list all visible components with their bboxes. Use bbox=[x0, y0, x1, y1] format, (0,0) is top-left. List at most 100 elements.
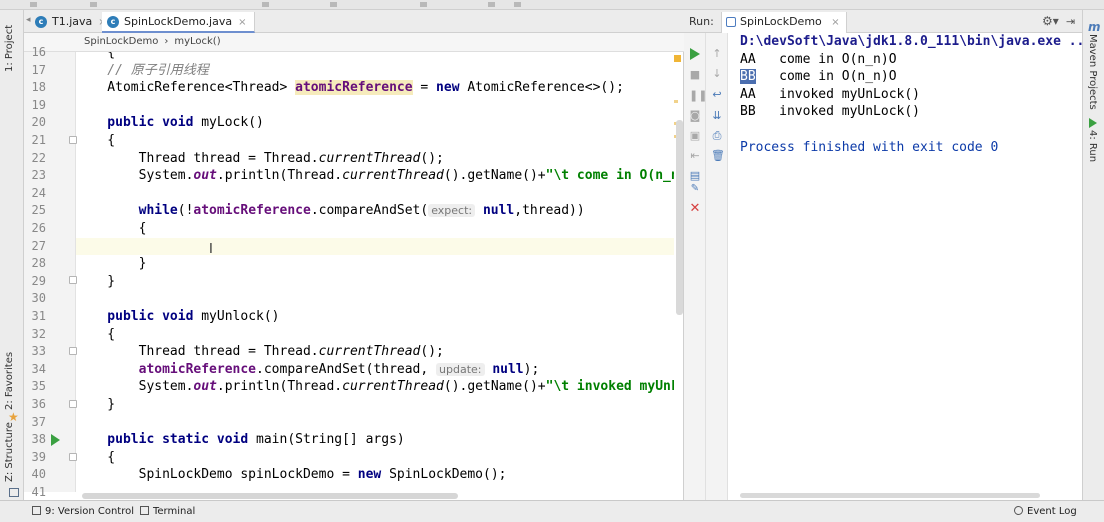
fold-marker[interactable] bbox=[69, 453, 77, 461]
tab-spinlockdemo-java[interactable]: c SpinLockDemo.java× bbox=[102, 12, 255, 33]
line-number: 38 bbox=[31, 432, 46, 447]
line-number: 31 bbox=[31, 309, 46, 323]
structure-tool-tab[interactable]: Z: Structure bbox=[4, 422, 15, 482]
line-number: 33 bbox=[31, 344, 46, 359]
layout-icon[interactable]: ▤ bbox=[689, 169, 701, 182]
tab-label: T1.java bbox=[52, 15, 93, 28]
scroll-to-end-icon[interactable]: ⇊ bbox=[712, 109, 722, 122]
line-number: 30 bbox=[31, 291, 46, 306]
code-editor: ◂ c T1.java× c SpinLockDemo.java× SpinLo… bbox=[24, 10, 684, 500]
toolbar-icon[interactable] bbox=[90, 2, 97, 7]
run-tool-tab[interactable]: 4: Run bbox=[1087, 130, 1098, 163]
code-line: { bbox=[76, 221, 147, 236]
toolbar-icon[interactable] bbox=[514, 2, 521, 7]
code-line: while(!atomicReference.compareAndSet(exp… bbox=[76, 203, 585, 219]
breadcrumb: SpinLockDemo›myLock() bbox=[24, 33, 684, 52]
tab-label: SpinLockDemo.java bbox=[124, 15, 233, 28]
console-line: BB invoked myUnLock() bbox=[740, 104, 921, 120]
breadcrumb-method[interactable]: myLock() bbox=[174, 36, 221, 47]
close-icon[interactable]: ✕ bbox=[689, 201, 701, 216]
fold-marker[interactable] bbox=[69, 136, 77, 144]
gear-icon[interactable]: ⚙▾ bbox=[1042, 14, 1059, 28]
vertical-scrollbar[interactable] bbox=[676, 120, 683, 315]
toolbar-icon[interactable] bbox=[30, 2, 37, 7]
run-icon bbox=[1089, 118, 1097, 128]
project-tool-tab[interactable]: 1: Project bbox=[4, 24, 15, 72]
stop-icon[interactable]: ■ bbox=[689, 68, 701, 81]
current-code-line bbox=[76, 237, 674, 256]
warning-marker-icon[interactable] bbox=[674, 55, 681, 62]
rerun-icon[interactable] bbox=[690, 48, 700, 60]
toolbar-icon[interactable] bbox=[488, 2, 495, 7]
run-config-icon bbox=[726, 17, 736, 27]
toolbar-icon[interactable] bbox=[330, 2, 337, 7]
toolbar-icon[interactable] bbox=[420, 2, 427, 7]
chevron-left-icon[interactable]: ◂ bbox=[26, 15, 31, 25]
trash-icon[interactable]: 🗑 bbox=[711, 149, 725, 162]
console-line: Process finished with exit code 0 bbox=[740, 139, 999, 155]
hide-panel-icon[interactable]: ⇥ bbox=[1066, 15, 1076, 28]
console-horizontal-scrollbar[interactable] bbox=[740, 493, 1040, 498]
code-line: Thread thread = Thread.currentThread(); bbox=[76, 344, 444, 360]
line-number: 34 bbox=[31, 361, 46, 376]
print-icon[interactable]: ⎙ bbox=[712, 129, 722, 142]
line-number: 39 bbox=[31, 449, 46, 464]
arrow-down-icon[interactable]: ↓ bbox=[712, 67, 722, 80]
code-line: public static void main(String[] args) bbox=[76, 432, 405, 448]
line-number: 29 bbox=[31, 273, 46, 288]
run-toolbar-secondary: ↑ ↓ ↩ ⇊ ⎙ 🗑 bbox=[706, 33, 728, 500]
code-area[interactable]: { // 原子引用线程 AtomicReference<Thread> atom… bbox=[76, 52, 674, 492]
maven-projects-tool-tab[interactable]: Maven Projects bbox=[1087, 34, 1098, 110]
maven-icon: m bbox=[1088, 20, 1101, 34]
code-line: { bbox=[76, 449, 116, 465]
line-number: 40 bbox=[31, 467, 46, 482]
line-number: 41 bbox=[31, 485, 46, 499]
code-line: // 原子引用线程 bbox=[76, 62, 209, 78]
status-bar: 9: Version Control Terminal Event Log bbox=[0, 500, 1104, 522]
soft-wrap-icon[interactable]: ↩ bbox=[712, 88, 722, 101]
settings-icon[interactable]: ▣ bbox=[689, 129, 701, 142]
line-number: 32 bbox=[31, 326, 46, 341]
line-number: 18 bbox=[31, 80, 46, 95]
arrow-up-icon[interactable]: ↑ bbox=[712, 47, 722, 60]
terminal-tab[interactable]: Terminal bbox=[140, 501, 195, 522]
run-tab-label: SpinLockDemo bbox=[740, 15, 822, 28]
selected-text: BB bbox=[740, 69, 756, 85]
fold-marker[interactable] bbox=[69, 276, 77, 284]
code-line: System.out.println(Thread.currentThread(… bbox=[76, 168, 674, 184]
line-number: 28 bbox=[31, 256, 46, 271]
pause-icon[interactable]: ❚❚ bbox=[689, 89, 708, 102]
favorites-tool-tab[interactable]: 2: Favorites bbox=[4, 351, 15, 410]
console-line: AA invoked myUnLock() bbox=[740, 86, 921, 102]
toolbar-icon[interactable] bbox=[262, 2, 269, 7]
console-output[interactable]: D:\devSoft\Java\jdk1.8.0_111\bin\java.ex… bbox=[740, 33, 1082, 500]
breadcrumb-class[interactable]: SpinLockDemo bbox=[84, 36, 159, 47]
line-number: 27 bbox=[31, 238, 46, 253]
code-line: { bbox=[76, 52, 116, 60]
line-number: 16 bbox=[31, 45, 46, 59]
editor-gutter[interactable]: 16 17 18 19 20 21 22 23 24 25 26 27 28 2… bbox=[24, 45, 77, 499]
code-line: public void myUnlock() bbox=[76, 309, 280, 324]
horizontal-scrollbar[interactable] bbox=[82, 493, 458, 499]
text-cursor-icon: I bbox=[209, 242, 213, 257]
pin-icon[interactable]: ✎ bbox=[690, 183, 700, 194]
fold-marker[interactable] bbox=[69, 347, 77, 355]
java-class-icon: c bbox=[35, 16, 47, 28]
exit-icon[interactable]: ⇤ bbox=[690, 149, 700, 162]
parameter-hint: expect: bbox=[428, 204, 476, 218]
version-control-tab[interactable]: 9: Version Control bbox=[32, 501, 134, 522]
main-toolbar bbox=[0, 0, 1104, 10]
dump-threads-icon[interactable]: ◙ bbox=[689, 109, 701, 122]
run-label: Run: bbox=[689, 15, 714, 28]
console-line: AA come in O(n_n)O bbox=[740, 51, 897, 67]
run-tab-spinlockdemo[interactable]: SpinLockDemo × bbox=[721, 12, 847, 33]
close-icon[interactable]: × bbox=[831, 17, 840, 28]
error-stripe-mark[interactable] bbox=[674, 100, 678, 103]
line-number: 17 bbox=[31, 62, 46, 77]
code-line: SpinLockDemo spinLockDemo = new SpinLock… bbox=[76, 467, 507, 483]
fold-marker[interactable] bbox=[69, 400, 77, 408]
close-icon[interactable]: × bbox=[238, 17, 247, 28]
run-toolbar-primary: ■ ❚❚ ◙ ▣ ⇤ ▤ ✎ ✕ bbox=[684, 33, 708, 500]
event-log-tab[interactable]: Event Log bbox=[1014, 501, 1077, 522]
run-gutter-icon[interactable] bbox=[51, 434, 60, 446]
